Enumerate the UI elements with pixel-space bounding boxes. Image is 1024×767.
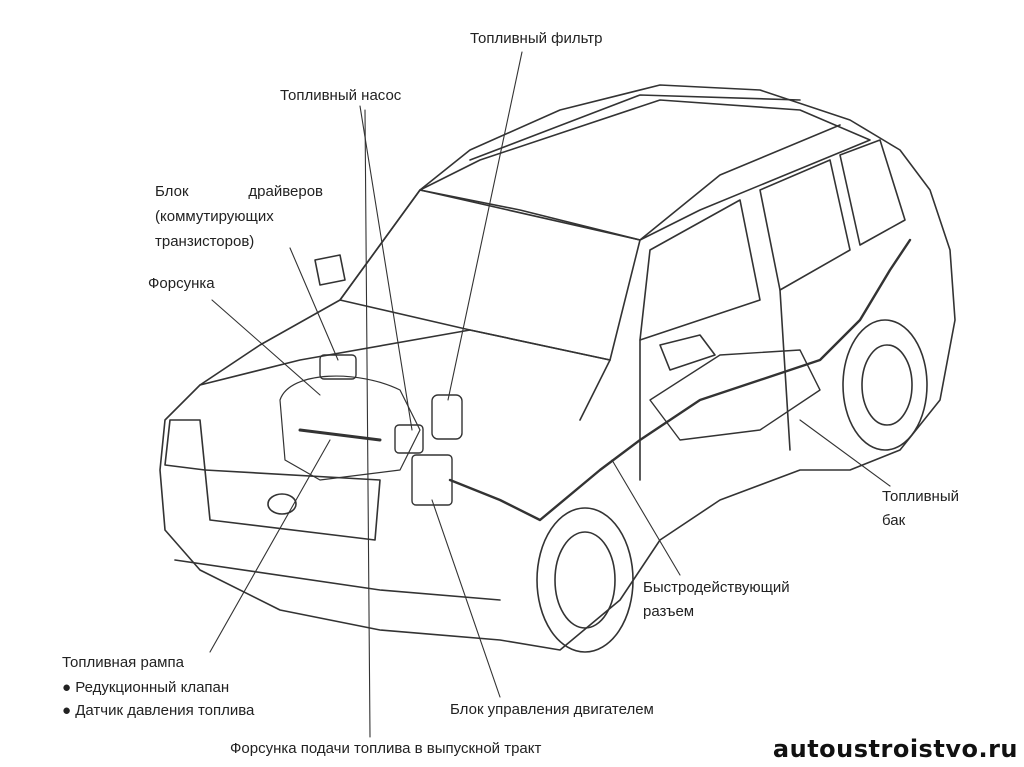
side-mirror-left — [314, 254, 346, 286]
engine-block — [279, 375, 421, 481]
leader-lines — [209, 51, 891, 738]
label-injector: Форсунка — [148, 275, 215, 292]
label-fuel-tank-line1: Топливный — [882, 488, 959, 505]
car-body-outline — [159, 84, 956, 651]
rear-window — [839, 139, 906, 246]
headlight — [164, 419, 206, 471]
rear-wheel-rim — [861, 344, 913, 426]
driver-block-part — [319, 354, 357, 380]
car-roof — [419, 99, 871, 241]
logo-emblem — [267, 493, 297, 515]
bumper — [174, 559, 501, 601]
label-driver-block-line3: транзисторов) — [155, 233, 255, 250]
fuel-pump-part — [394, 424, 424, 454]
label-driver-block-line2: (коммутирующих — [155, 208, 274, 225]
front-wheel — [536, 507, 634, 653]
grille — [204, 469, 381, 541]
hood-line — [199, 329, 611, 421]
label-fuel-filter: Топливный фильтр — [470, 30, 603, 47]
ecu-part — [411, 454, 453, 506]
label-fuel-tank-line2: бак — [882, 512, 906, 529]
label-ecu: Блок управления двигателем — [450, 701, 654, 718]
fuel-tank-part — [649, 349, 821, 441]
label-pressure-sensor: ● Датчик давления топлива — [62, 702, 255, 719]
door-line — [639, 289, 791, 481]
side-window-rear — [759, 159, 851, 291]
front-wheel-rim — [554, 531, 616, 629]
roof-rail — [469, 94, 801, 161]
label-quick-connector-line1: Быстродействующий — [643, 579, 790, 596]
rear-wheel — [842, 319, 928, 451]
label-pressure-valve: ● Редукционный клапан — [62, 679, 230, 696]
label-fuel-pump: Топливный насос — [280, 87, 402, 104]
side-mirror — [659, 334, 716, 371]
roof-rail-2 — [639, 124, 841, 241]
watermark: autoustroistvo.ru — [772, 735, 1018, 763]
label-fuel-rail: Топливная рампа — [62, 654, 184, 671]
side-window-front — [639, 199, 761, 341]
fuel-line — [448, 238, 912, 522]
label-driver-block-line1: Блок драйверов — [155, 183, 323, 200]
label-exhaust-injector: Форсунка подачи топлива в выпускной трак… — [230, 740, 542, 757]
fuel-rail-part — [298, 428, 382, 442]
windshield — [339, 189, 641, 361]
label-quick-connector-line2: разъем — [643, 603, 695, 620]
fuel-filter-part — [431, 394, 463, 440]
